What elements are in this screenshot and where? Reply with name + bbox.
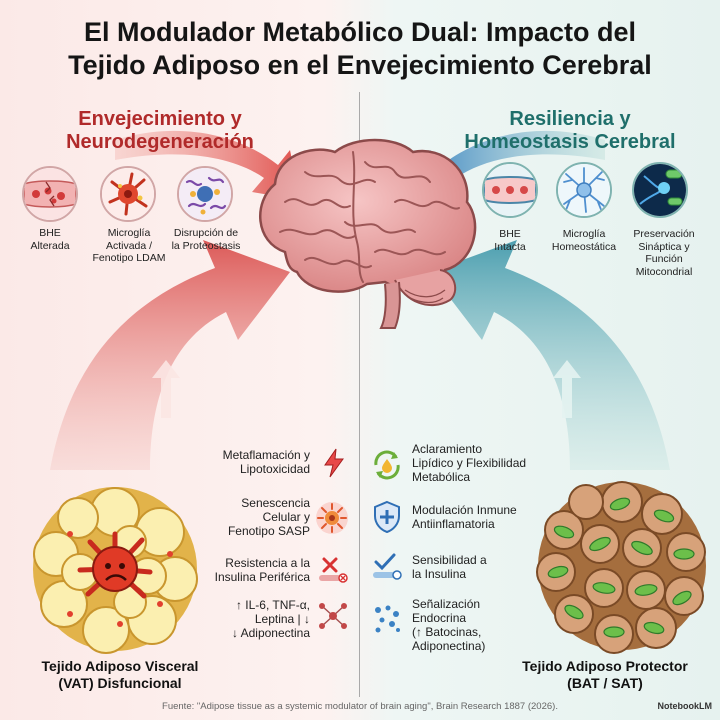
left-mechanism-1-line-1: Metaflamación y: [222, 448, 310, 462]
right-effect-1-line-2: Intacta: [494, 240, 526, 253]
left-effect-1-line-2: Alterada: [30, 239, 70, 252]
left-mechanism-2-line-1: Senescencia: [241, 496, 310, 510]
left-mechanism-4-line-1: ↑ IL-6, TNF-α,: [235, 598, 310, 612]
source-citation: Fuente: "Adipose tissue as a systemic mo…: [162, 701, 558, 712]
title-line-2: Tejido Adiposo en el Envejecimiento Cere…: [68, 50, 652, 80]
left-mechanism-3-line-1: Resistencia a la: [225, 556, 310, 570]
bat-label-line-1: Tejido Adiposo Protector: [522, 658, 688, 674]
lipid-clearance-icon: [374, 450, 400, 480]
right-mechanism-4-line-4: Adiponectina): [412, 639, 486, 653]
right-effect-2-line-2: Homeostática: [551, 240, 617, 253]
left-effect-2-line-2: Activada /: [105, 239, 153, 252]
right-mechanism-3: Sensibilidad a la Insulina: [412, 553, 562, 581]
right-mechanism-1-line-2: Lipídico y Flexibilidad: [412, 456, 527, 470]
right-mechanism-2-line-2: Antiinflamatoria: [412, 517, 495, 531]
right-mechanism-4-line-1: Señalización: [412, 597, 481, 611]
right-heading-line-2: Homeostasis Cerebral: [464, 131, 676, 153]
microglia-homeostatic-icon: [556, 162, 612, 218]
right-effect-2-line-1: Microglía: [562, 228, 606, 240]
left-effect-3-line-2: la Proteostasis: [171, 239, 241, 252]
right-effect-3-line-1: Preservación: [633, 228, 695, 240]
lightning-icon: [324, 448, 344, 478]
shield-icon: [374, 500, 400, 534]
left-effect-2-label: Microglía Activada / Fenotipo LDAM: [84, 227, 174, 265]
right-mechanism-4-line-3: (↑ Batocinas,: [412, 625, 482, 639]
endocrine-signaling-icon: [375, 605, 400, 633]
left-mechanism-3: Resistencia a la Insulina Periférica: [170, 556, 310, 584]
insulin-sensitivity-icon: [373, 553, 402, 580]
right-effect-3-line-2: Sináptica y: [638, 240, 690, 253]
left-effect-2-line-3: Fenotipo LDAM: [92, 252, 166, 264]
left-mechanism-3-line-2: Insulina Periférica: [214, 570, 310, 584]
right-heading: Resiliencia y Homeostasis Cerebral: [440, 108, 700, 154]
insulin-resistance-icon: [319, 557, 348, 583]
left-effect-3-label: Disrupción de la Proteostasis: [163, 227, 249, 252]
right-mechanism-4-line-2: Endocrina: [412, 611, 467, 625]
left-effect-1-label: BHE Alterada: [10, 227, 90, 252]
left-heading-line-2: Neurodegeneración: [66, 131, 254, 153]
brand-logo-text: NotebookLM: [657, 701, 713, 711]
bhe-intact-icon: [482, 162, 538, 218]
right-heading-line-1: Resiliencia y: [509, 108, 631, 130]
synaptic-preservation-icon: [632, 162, 688, 218]
left-effect-3-line-1: Disrupción de: [173, 227, 239, 239]
left-mechanism-1-line-2: Lipotoxicidad: [239, 462, 310, 476]
right-effect-1-label: BHE Intacta: [470, 228, 550, 253]
center-divider: [359, 92, 360, 697]
left-mechanism-4: ↑ IL-6, TNF-α, Leptina | ↓ ↓ Adiponectin…: [170, 598, 310, 640]
bat-label: Tejido Adiposo Protector (BAT / SAT): [500, 658, 710, 692]
page-title: El Modulador Metabólico Dual: Impacto de…: [0, 16, 720, 82]
left-effect-1-line-1: BHE: [39, 227, 61, 239]
right-effect-3-line-4: Mitocondrial: [635, 265, 693, 278]
right-effect-3-label: Preservación Sináptica y Función Mitocon…: [618, 228, 710, 278]
proteostasis-disruption-icon: [177, 166, 233, 222]
right-mechanism-2: Modulación Inmune Antiinflamatoria: [412, 503, 562, 531]
right-effect-1-line-1: BHE: [499, 228, 521, 240]
right-mechanism-3-line-1: Sensibilidad a: [412, 553, 487, 567]
left-heading-line-1: Envejecimiento y: [78, 108, 242, 130]
left-effect-2-line-1: Microglía: [107, 227, 151, 239]
vat-adipose-tissue-illustration: [33, 487, 198, 654]
cytokine-network-icon: [319, 603, 347, 629]
vat-label: Tejido Adiposo Visceral (VAT) Disfuncion…: [10, 658, 230, 692]
right-mechanism-3-line-2: la Insulina: [412, 567, 467, 581]
right-small-up-arrow: [553, 360, 581, 418]
left-big-arrow: [50, 240, 290, 470]
right-effect-3-line-3: Función: [645, 253, 683, 265]
bat-adipose-tissue-illustration: [536, 481, 706, 654]
right-mechanism-4: Señalización Endocrina (↑ Batocinas, Adi…: [412, 597, 562, 653]
right-top-arrow: [420, 130, 605, 200]
bat-label-line-2: (BAT / SAT): [567, 675, 643, 691]
right-mechanism-1-line-1: Aclaramiento: [412, 442, 483, 456]
right-big-arrow: [430, 240, 670, 470]
left-mechanism-1: Metaflamación y Lipotoxicidad: [170, 448, 310, 476]
left-mechanism-2: Senescencia Celular y Fenotipo SASP: [170, 496, 310, 538]
right-effect-2-label: Microglía Homeostática: [540, 228, 628, 253]
title-line-1: El Modulador Metabólico Dual: Impacto de…: [83, 17, 637, 47]
right-mechanism-1-line-3: Metabólica: [412, 470, 471, 484]
left-mechanism-2-line-2: Celular y: [262, 510, 310, 524]
senescent-cell-icon: [316, 502, 348, 534]
left-mechanism-4-line-2: Leptina | ↓: [254, 612, 310, 626]
right-mechanism-2-line-1: Modulación Inmune: [412, 503, 517, 517]
vat-label-line-2: (VAT) Disfuncional: [58, 675, 182, 691]
left-small-up-arrow: [152, 360, 180, 418]
right-mechanism-1: Aclaramiento Lipídico y Flexibilidad Met…: [412, 442, 562, 484]
vat-label-line-1: Tejido Adiposo Visceral: [41, 658, 199, 674]
brain-illustration: [259, 138, 477, 329]
left-mechanism-2-line-3: Fenotipo SASP: [227, 524, 310, 538]
bhe-altered-icon: [22, 166, 78, 222]
left-mechanism-4-line-3: ↓ Adiponectina: [231, 626, 310, 640]
left-heading: Envejecimiento y Neurodegeneración: [40, 108, 280, 154]
microglia-activated-icon: [100, 166, 156, 222]
left-top-arrow: [115, 130, 300, 200]
